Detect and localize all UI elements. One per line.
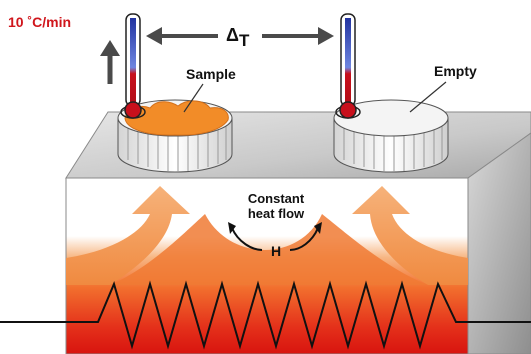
heating-rate-arrow [100,40,120,84]
heat-symbol-label: H [271,243,281,259]
empty-thermometer [335,13,361,119]
empty-leader-line [409,81,447,113]
sample-leader-line [183,83,204,113]
delta-t-arrow [146,27,334,45]
delta-subscript: T [239,31,250,50]
sample-thermometer [120,13,146,119]
sample-pan [117,99,233,173]
right-heat-arrow [352,186,468,285]
left-heat-arrow [66,186,190,285]
flow-label-line1: Constant [248,191,305,206]
heat-flow-curve [228,222,322,251]
sample-label: Sample [186,66,236,82]
delta-t-label: ΔT [226,25,250,50]
heat-flow-dome [110,214,428,285]
heating-rate-label: 10 ˚C/min [8,14,71,30]
flow-label-line2: heat flow [248,206,305,221]
empty-pan [333,99,449,173]
sample-material [124,100,229,136]
heater-wire [0,280,531,350]
empty-label: Empty [434,63,477,79]
delta-symbol: Δ [226,25,239,45]
